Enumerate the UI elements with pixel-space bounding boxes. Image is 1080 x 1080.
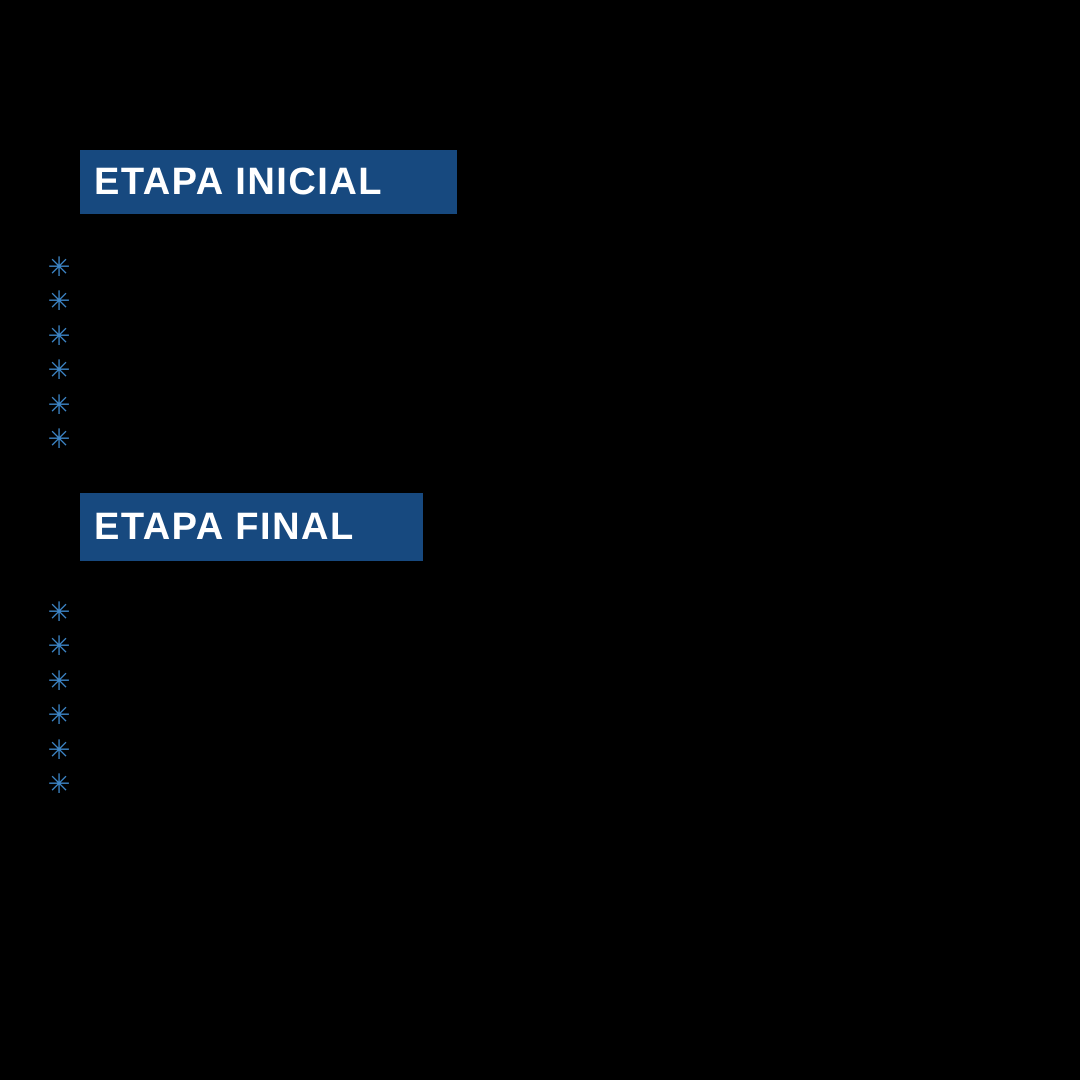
asterisk-icon: ✳ xyxy=(47,389,71,420)
asterisk-icon: ✳ xyxy=(47,286,71,317)
list-item: ✳ xyxy=(44,250,74,285)
asterisk-icon: ✳ xyxy=(47,700,71,731)
list-item: ✳ xyxy=(44,388,74,423)
section-header-etapa-final: ETAPA FINAL xyxy=(80,493,423,561)
asterisk-icon: ✳ xyxy=(47,424,71,455)
asterisk-icon: ✳ xyxy=(47,665,71,696)
asterisk-icon: ✳ xyxy=(47,769,71,800)
section-header-etapa-inicial: ETAPA INICIAL xyxy=(80,150,457,214)
list-item: ✳ xyxy=(44,768,74,803)
asterisk-icon: ✳ xyxy=(47,320,71,351)
list-item: ✳ xyxy=(44,733,74,768)
asterisk-icon: ✳ xyxy=(47,251,71,282)
asterisk-icon: ✳ xyxy=(47,631,71,662)
list-item: ✳ xyxy=(44,354,74,389)
asterisk-icon: ✳ xyxy=(47,734,71,765)
section-title: ETAPA FINAL xyxy=(94,505,355,548)
list-item: ✳ xyxy=(44,630,74,665)
list-item: ✳ xyxy=(44,664,74,699)
list-item: ✳ xyxy=(44,699,74,734)
bullet-list-etapa-inicial: ✳ ✳ ✳ ✳ ✳ ✳ xyxy=(44,250,74,457)
asterisk-icon: ✳ xyxy=(47,355,71,386)
list-item: ✳ xyxy=(44,319,74,354)
list-item: ✳ xyxy=(44,285,74,320)
list-item: ✳ xyxy=(44,423,74,458)
asterisk-icon: ✳ xyxy=(47,596,71,627)
list-item: ✳ xyxy=(44,595,74,630)
bullet-list-etapa-final: ✳ ✳ ✳ ✳ ✳ ✳ xyxy=(44,595,74,802)
section-title: ETAPA INICIAL xyxy=(94,160,384,203)
